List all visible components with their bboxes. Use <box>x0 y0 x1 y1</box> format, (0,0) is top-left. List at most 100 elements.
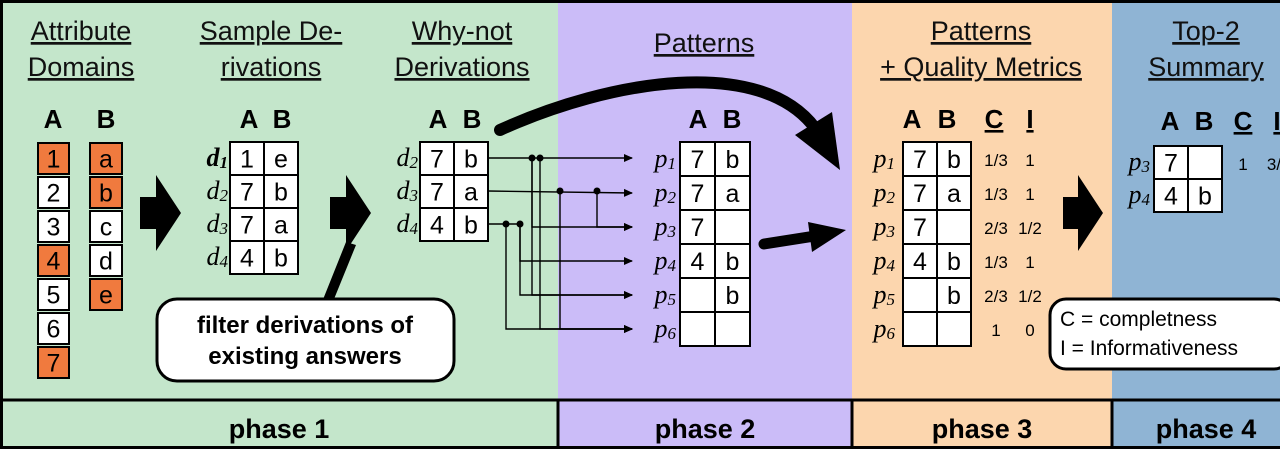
domain-b-a-value: a <box>99 146 113 174</box>
quality-p3-c: 2/3 <box>984 219 1008 238</box>
header-attribute-domains-line2: Domains <box>28 52 135 82</box>
header-sample-derivations-line1: Sample De- <box>200 16 343 46</box>
domain-col-b: B <box>97 104 116 134</box>
quality-p6-b-box <box>936 311 972 347</box>
domain-b-c-value: c <box>100 214 113 242</box>
connector-junction <box>528 154 536 162</box>
patterns-p6-a-box <box>679 311 716 347</box>
quality-p6-i: 0 <box>1025 321 1034 340</box>
quality-label-p2: p2 <box>872 178 896 207</box>
domain-a-4-value: 4 <box>47 248 61 276</box>
patterns-p1-a-value: 7 <box>691 146 705 174</box>
patterns-label-p3: p3 <box>653 212 677 241</box>
patterns-p2-a-value: 7 <box>691 180 705 208</box>
domain-a-7-box <box>37 346 70 379</box>
whynot-label-d3: d3 <box>397 176 419 205</box>
patterns-col-b: B <box>723 104 742 134</box>
patterns-p4-b-value: b <box>726 248 740 276</box>
connector-d3-p3 <box>596 191 633 231</box>
quality-p1-a-value: 7 <box>913 146 927 174</box>
quality-p4-b-value: b <box>947 248 961 276</box>
sample-d1-a-value: 1 <box>240 146 254 174</box>
quality-label-p3: p3 <box>872 212 896 241</box>
arrow-patterns-to-quality-head <box>808 222 846 252</box>
patterns-p5-b-box <box>714 277 751 313</box>
quality-label-p1: p1 <box>872 144 896 173</box>
patterns-p4-a-value: 4 <box>691 248 705 276</box>
sample-d3-a-value: 7 <box>240 212 254 240</box>
sample-d2-a-value: 7 <box>240 179 254 207</box>
header-sample-derivations-line2: rivations <box>221 52 322 82</box>
domain-a-1-box <box>37 142 70 175</box>
sample-d4-b-box <box>263 240 299 275</box>
phase-1-label: phase 1 <box>229 414 330 444</box>
connector-junction <box>536 154 544 162</box>
summary-col-a: A <box>1161 106 1180 136</box>
domain-a-5-value: 5 <box>47 282 61 310</box>
connector-junction <box>502 220 510 228</box>
patterns-label-p6: p6 <box>653 314 677 343</box>
whynot-d2-a-value: 7 <box>430 146 444 174</box>
connector-d4-p5 <box>519 224 633 299</box>
header-whynot-derivations-line2: Derivations <box>394 52 529 82</box>
domain-a-3-value: 3 <box>47 214 61 242</box>
sample-label-d2: d2 <box>207 176 229 205</box>
sample-col-a: A <box>240 104 259 134</box>
domain-b-c-box <box>89 210 123 243</box>
domain-a-3-box <box>37 210 70 243</box>
patterns-p3-a-box <box>679 209 716 245</box>
domain-a-2-box <box>37 176 70 209</box>
quality-p1-b-box <box>936 141 972 177</box>
connector-junction <box>556 187 564 195</box>
domain-a-6-value: 6 <box>47 316 61 344</box>
patterns-p1-b-box <box>714 141 751 177</box>
summary-col-b: B <box>1195 106 1214 136</box>
filter-note-box <box>155 297 456 383</box>
filter-note-pointer <box>322 242 356 304</box>
quality-p2-a-value: 7 <box>913 180 927 208</box>
patterns-label-p2: p2 <box>653 178 677 207</box>
block-arrow-domains-to-sample <box>140 175 181 251</box>
whynot-d4-a-value: 4 <box>430 212 444 240</box>
header-attribute-domains-line1: Attribute <box>31 16 132 46</box>
quality-p5-i: 1/2 <box>1018 287 1042 306</box>
patterns-label-p1: p1 <box>653 144 677 173</box>
quality-p3-a-box <box>902 209 938 245</box>
sample-d1-b-value: e <box>274 146 288 174</box>
summary-p3-a-value: 7 <box>1164 150 1178 178</box>
summary-col-c: C <box>1234 106 1253 136</box>
quality-p3-a-value: 7 <box>913 214 927 242</box>
quality-p6-c: 1 <box>991 321 1000 340</box>
block-arrow-sample-to-whynot <box>330 175 371 251</box>
whynot-d3-b-value: a <box>464 179 478 207</box>
domain-b-e-box <box>89 278 123 311</box>
whynot-col-a: A <box>429 104 448 134</box>
quality-label-p5: p5 <box>872 280 896 309</box>
curved-arrow-head <box>795 112 840 170</box>
summary-p4-b-value: b <box>1198 183 1212 211</box>
quality-p3-b-box <box>936 209 972 245</box>
quality-p4-a-value: 4 <box>913 248 927 276</box>
quality-p2-a-box <box>902 175 938 211</box>
block-arrow-quality-to-summary <box>1063 175 1103 251</box>
domain-a-5-box <box>37 278 70 311</box>
filter-note-line2: existing answers <box>208 343 401 370</box>
patterns-p2-b-value: a <box>726 180 740 208</box>
arrow-patterns-to-quality <box>758 230 821 250</box>
whynot-label-d4: d4 <box>397 209 419 238</box>
quality-p1-c: 1/3 <box>984 151 1008 170</box>
patterns-p5-b-value: b <box>726 282 740 310</box>
quality-p4-b-box <box>936 243 972 279</box>
patterns-p6-b-box <box>714 311 751 347</box>
quality-p2-b-value: a <box>947 180 961 208</box>
header-patterns-quality-line2: + Quality Metrics <box>880 52 1082 82</box>
domain-a-1-value: 1 <box>47 146 61 174</box>
whynot-d4-a-box <box>419 207 455 242</box>
domain-b-d-box <box>89 244 123 277</box>
quality-col-c: C <box>985 104 1004 134</box>
